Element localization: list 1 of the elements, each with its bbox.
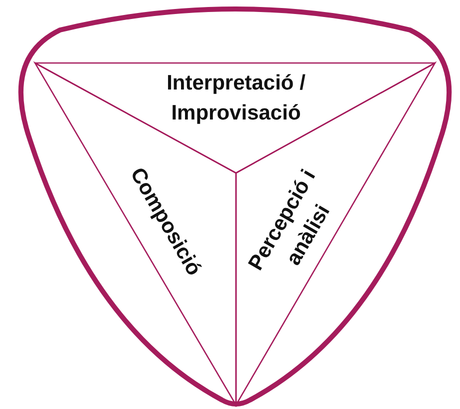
sector-label: Interpretació / Improvisació: [166, 70, 306, 127]
